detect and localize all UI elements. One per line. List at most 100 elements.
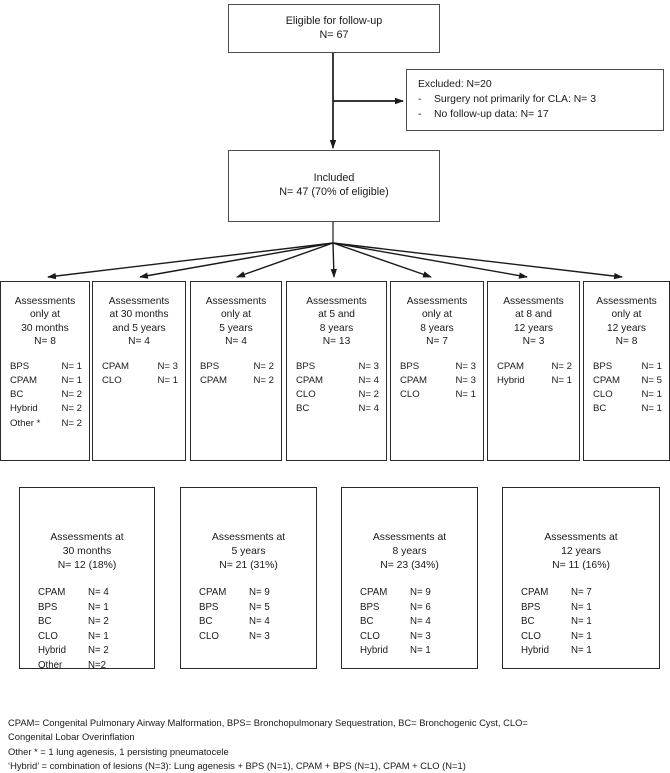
lesion-count: N= 2 xyxy=(551,361,572,373)
lesion-name: BC xyxy=(38,616,52,628)
lesion-count: N= 1 xyxy=(551,375,572,387)
connector-fan-6 xyxy=(332,242,528,279)
box-header-line: only at xyxy=(220,309,251,321)
lesion-name: Hybrid xyxy=(38,645,66,657)
connector-fan-5 xyxy=(332,242,432,278)
lesion-name: BPS xyxy=(38,601,58,613)
box-header-line: Assessments xyxy=(406,296,468,307)
lesion-count: N= 2 xyxy=(61,417,82,429)
excluded-item-1: - Surgery not primarily for CLA: N= 3 xyxy=(418,92,663,107)
lesion-count: N= 6 xyxy=(410,601,431,613)
lesion-name: CLO xyxy=(521,630,541,642)
lesion-count: N= 4 xyxy=(249,616,270,628)
lesion-row: CPAM N= 3 xyxy=(400,374,476,388)
eligible-count: N= 67 xyxy=(319,28,349,41)
connector-fan-1 xyxy=(47,242,334,280)
box-header-line: N= 3 xyxy=(522,335,545,347)
box-header-line: 30 months xyxy=(21,322,69,334)
lesion-count: N= 1 xyxy=(455,389,476,401)
box-header-line: N= 11 (16%) xyxy=(552,560,610,571)
footnote-line-4: ‘Hybrid’ = combination of lesions (N=3):… xyxy=(8,760,466,772)
lesion-count: N= 2 xyxy=(61,403,82,415)
box-header-line: Assessments xyxy=(306,296,367,307)
lesion-count: N= 1 xyxy=(641,403,662,415)
box-header-line: Assessments xyxy=(205,296,267,307)
lesion-name: CLO xyxy=(102,375,122,387)
box-header-line: N= 23 (34%) xyxy=(380,560,439,571)
lesion-count: N= 2 xyxy=(253,375,274,387)
box-header-line: 12 years xyxy=(606,322,647,334)
box-header-line: at 8 and xyxy=(515,309,552,321)
box-header-line: Assessments xyxy=(503,296,564,307)
lesion-count: N= 1 xyxy=(88,630,109,642)
lesion-count: N= 1 xyxy=(61,375,82,387)
lesion-name: BC xyxy=(521,616,535,628)
lesion-count: N= 2 xyxy=(253,361,274,373)
box-header-line: Assessments xyxy=(108,296,170,307)
lesion-name: CLO xyxy=(400,389,420,401)
eligible-title: Eligible for follow-up xyxy=(285,15,383,27)
lesion-name: Other * xyxy=(10,417,41,429)
lesion-count: N=2 xyxy=(88,659,107,671)
lesion-name: CPAM xyxy=(199,587,227,598)
lesion-count: N= 4 xyxy=(410,616,431,628)
lesion-name: CLO xyxy=(296,389,316,401)
box-header-line: only at xyxy=(611,309,642,321)
lesion-count: N= 1 xyxy=(571,601,592,613)
lesion-name: CLO xyxy=(38,630,58,642)
lesion-name: BC xyxy=(593,403,607,415)
lesion-count: N= 2 xyxy=(358,389,379,401)
box-header-line: N= 8 xyxy=(34,335,56,347)
box-header-line: Assessments at xyxy=(372,532,447,543)
lesion-count: N= 1 xyxy=(410,645,431,657)
lesion-count: N= 3 xyxy=(455,375,476,387)
lesion-count: N= 3 xyxy=(249,630,270,642)
box-header-line: 30 months xyxy=(62,546,112,557)
lesion-name: CPAM xyxy=(400,375,428,387)
box-header-line: 8 years xyxy=(392,546,427,557)
lesion-name: BC xyxy=(10,389,24,401)
box-header-line: Assessments xyxy=(596,296,657,307)
lesion-name: BPS xyxy=(200,361,220,373)
box-header-line: and 5 years xyxy=(112,322,166,334)
lesion-name: Hybrid xyxy=(497,375,525,387)
lesion-row: BPS N= 2 xyxy=(200,360,274,374)
box-header-line: N= 7 xyxy=(426,335,448,347)
box-header-line: only at xyxy=(29,309,60,321)
excluded-item-2-text: No follow-up data: N= 17 xyxy=(434,109,549,120)
lesion-count: N= 2 xyxy=(61,389,82,401)
lesion-count: N= 2 xyxy=(88,616,109,628)
footnote-line-3: Other * = 1 lung agenesis, 1 persisting … xyxy=(8,745,229,757)
lesion-name: BPS xyxy=(199,601,219,613)
box-header-line: Assessments at xyxy=(544,532,618,543)
lesion-count: N= 2 xyxy=(88,645,109,657)
lesion-count: N= 5 xyxy=(641,375,662,387)
lesion-name: BPS xyxy=(521,601,541,613)
